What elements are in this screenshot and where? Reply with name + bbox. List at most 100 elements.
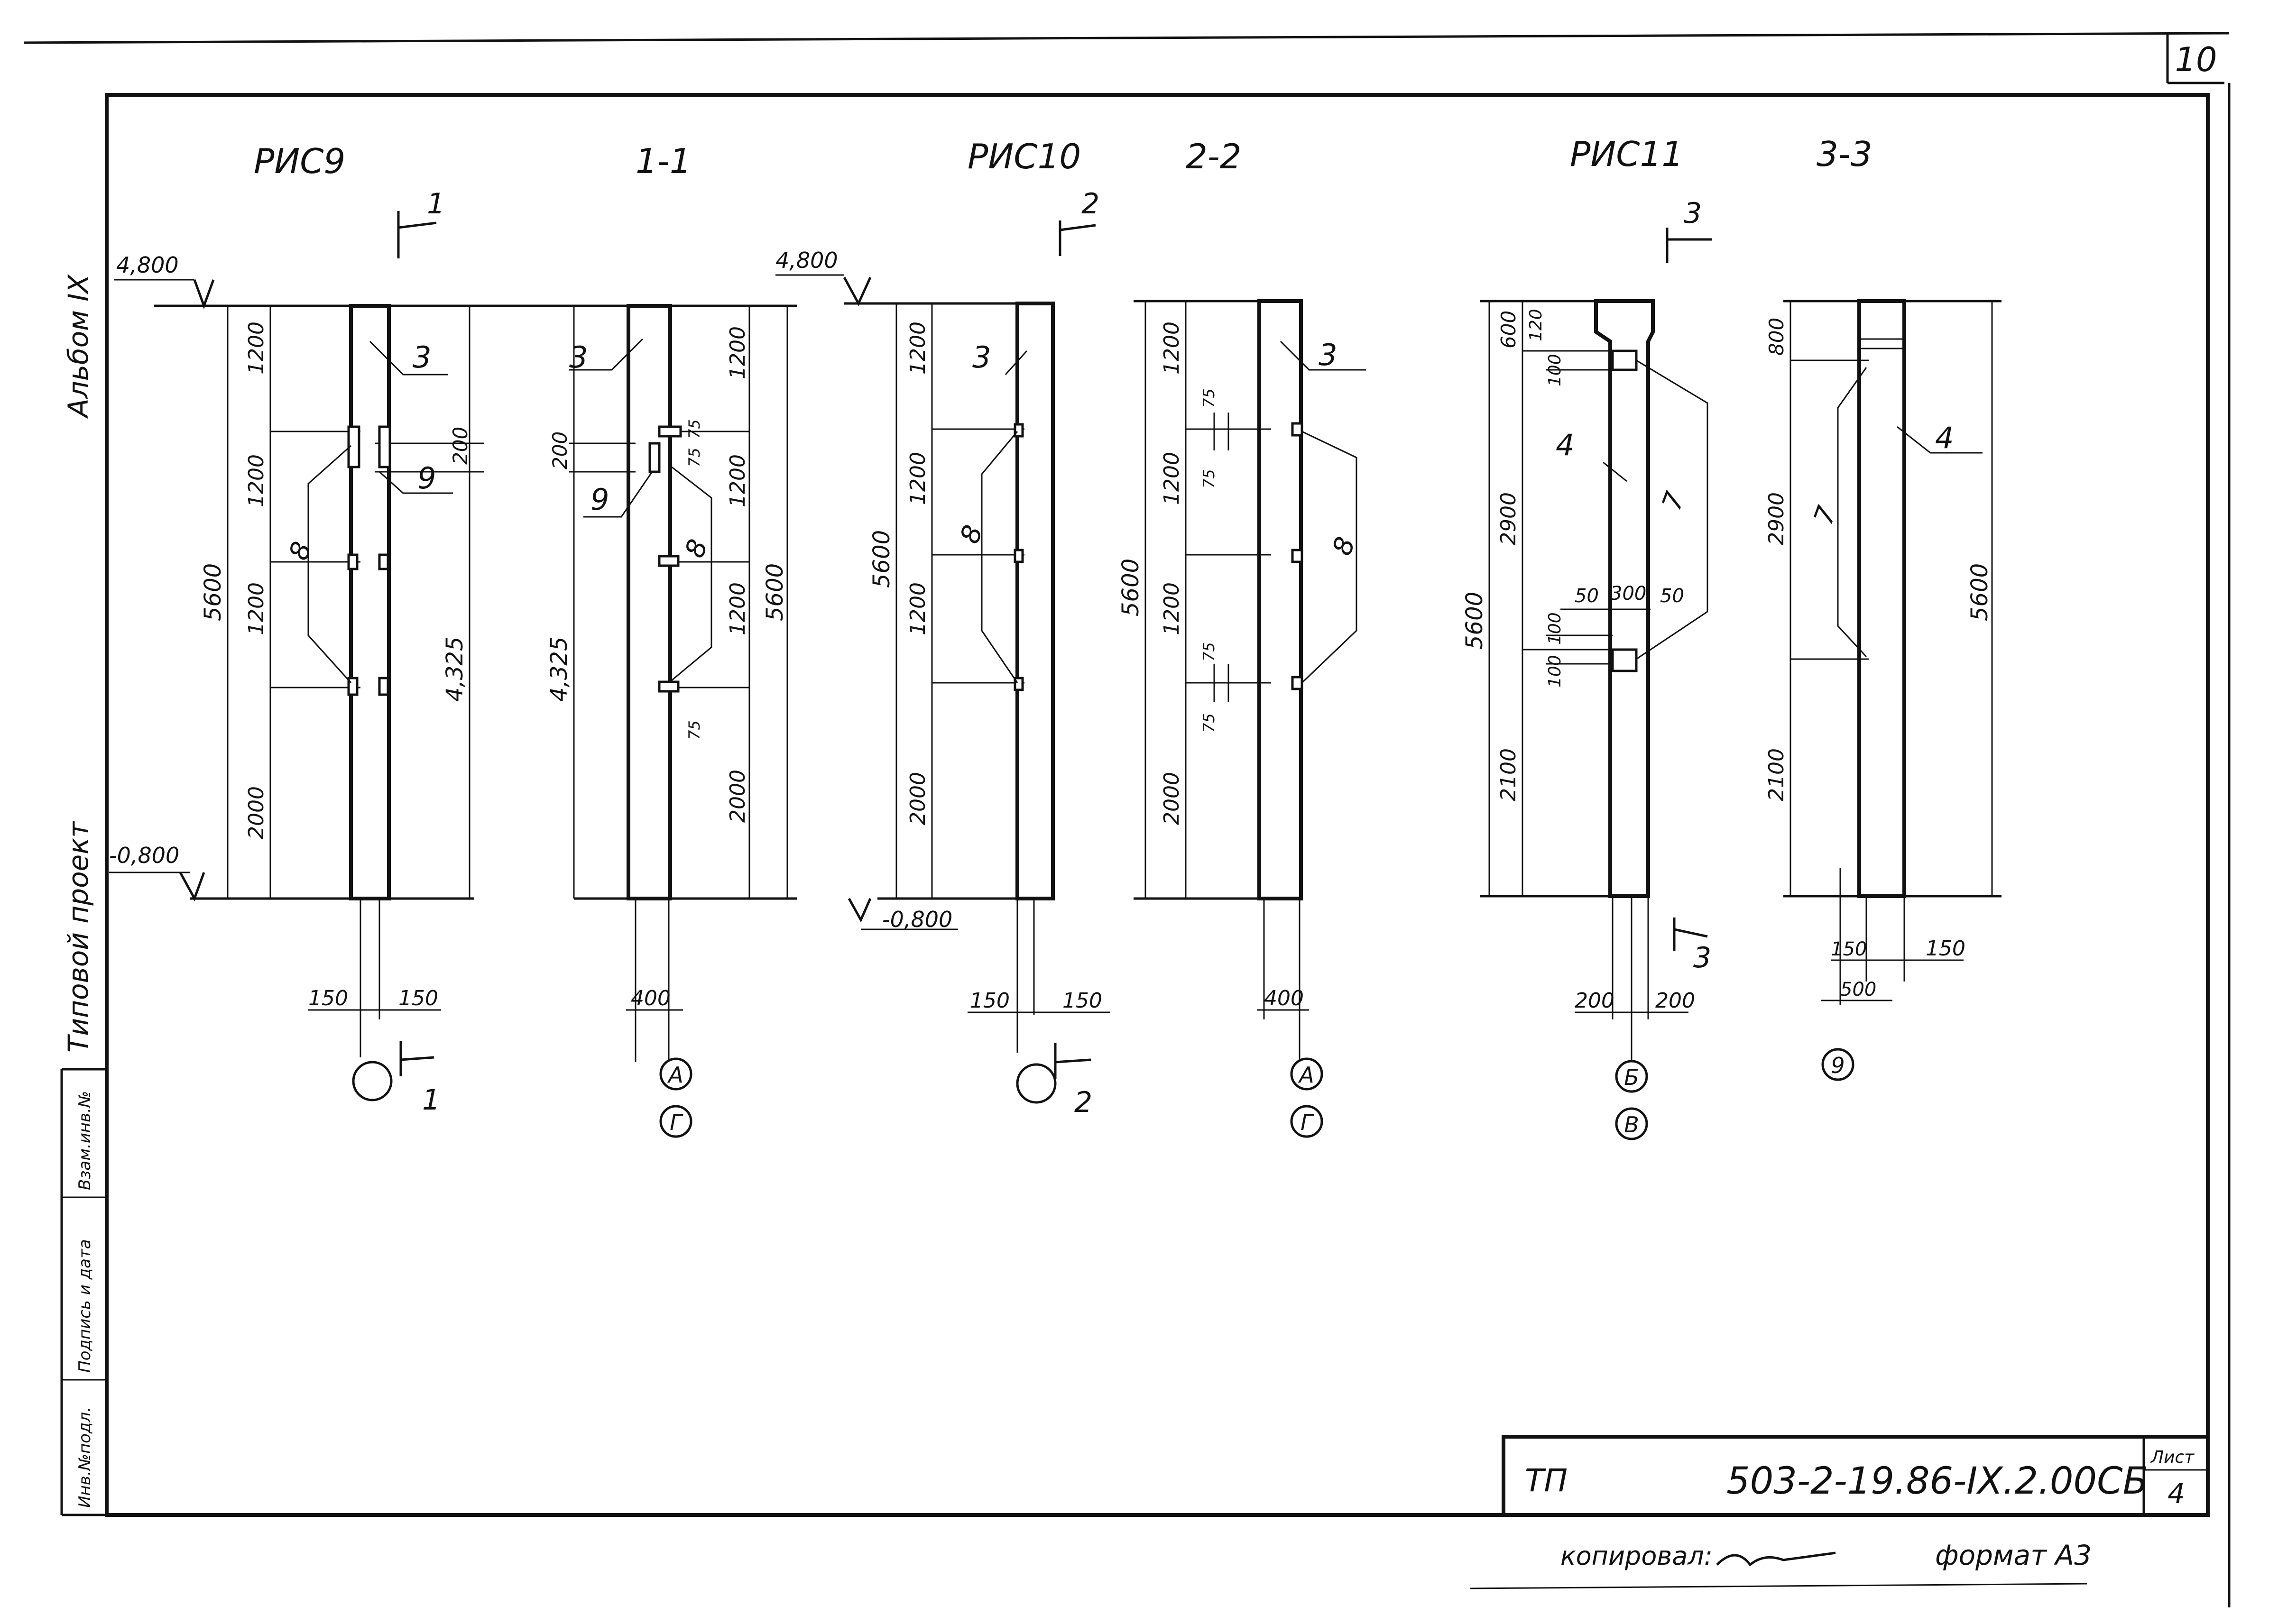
dim-75: 75 [685,720,703,740]
column-body [1257,299,1303,900]
dim-75: 75 [1200,388,1218,408]
embedded-plate [378,425,391,468]
dim-200: 200 [449,427,472,465]
callout-3: 3 [972,340,991,375]
section-mark-2-bottom: 2 [1054,1043,1092,1119]
level-top: 4,800 [775,248,838,273]
dim-5600: 5600 [868,530,895,588]
side-label-type-project: Типовой проект [62,821,94,1053]
callout-3: 3 [569,340,588,375]
binding-replace-inv: Взам.инв.№ [75,1091,94,1190]
drawing-frame [105,93,2210,1517]
embedded-plate [1291,549,1303,563]
copied-by-label: копировал: [1560,1541,1713,1571]
column-body [627,304,672,900]
level-mark-top [193,279,215,310]
dim-120: 120 [1526,309,1546,341]
dim-300: 300 [1610,583,1646,605]
axis-G: Г [1301,1110,1314,1135]
axis-G: Г [670,1110,683,1135]
section-mark-3-top: 3 [1666,197,1712,263]
embedded-plate [658,425,682,438]
view-title-ris9: РИС9 [254,141,345,181]
view-ris9: 4,800 -0,800 1200 1200 1200 2000 5600 4,… [109,252,484,1101]
leader-4 [1603,461,1627,482]
dim-2100: 2100 [1764,748,1789,801]
dim-100: 100 [1545,612,1565,645]
dim-75: 75 [685,448,703,467]
embedded-plate [378,677,389,696]
axis-bubble [352,1061,393,1101]
axis-bubble-9 [1821,1048,1854,1081]
dim-50: 50 [1660,585,1684,607]
level-mark-bottom [179,872,205,902]
dim-1200: 1200 [906,321,930,375]
embedded-plate [648,442,661,473]
column-body [1857,299,1906,898]
embedded-plate [1611,349,1638,371]
dim-1200: 1200 [1160,321,1184,375]
dim-5600: 5600 [1117,559,1144,616]
dim-2000: 2000 [1160,772,1184,825]
level-bottom: -0,800 [109,843,179,868]
dim-200: 200 [1655,989,1695,1013]
embedded-plate [658,680,680,693]
copier-signature [1716,1551,1836,1567]
embedded-plate [378,553,389,570]
callout-9: 9 [590,482,609,517]
section-title-1-1: 1-1 [636,141,692,181]
leader-9 [583,471,653,518]
section-mark-2-bottom-label: 2 [1074,1086,1092,1119]
leader-9 [378,471,453,494]
dim-2000: 2000 [244,786,268,839]
leader-7 [1636,359,1708,660]
dim-1200: 1200 [1160,452,1184,505]
bottom-trim-line [1470,1583,2087,1589]
section-mark-3-bottom-label: 3 [1693,941,1711,974]
dim-1200: 1200 [726,326,750,379]
dim-2000: 2000 [906,772,930,825]
dim-100: 100 [1545,354,1565,386]
dim-1200: 1200 [244,321,268,375]
axis-bubble-B [1615,1060,1648,1093]
axis-bubble-G [1290,1105,1323,1138]
dim-200: 200 [548,431,572,469]
axis-A: А [1298,1062,1314,1088]
section-mark-1-label: 1 [427,187,445,220]
callout-3: 3 [1319,338,1337,372]
axis-bubble-V [1615,1107,1648,1140]
leader-3 [369,340,448,376]
dim-100: 100 [1545,655,1565,688]
dim-1200: 1200 [906,582,930,635]
dim-5600: 5600 [1461,592,1488,650]
callout-8: 8 [954,521,989,548]
view-ris11: Б В 200 200 50 300 50 4 7 600 120 100 29… [1461,299,1708,1140]
embedded-plate [1611,648,1638,672]
callout-3: 3 [413,340,431,375]
embedded-plate [347,553,359,570]
sheet-number: 4 [2168,1477,2185,1510]
title-block: ТП 503-2-19.86-IX.2.00СБ Лист 4 [1502,1435,2210,1517]
page-number: 10 [2175,40,2217,79]
axis-bubble-A [1290,1057,1323,1091]
dim-500: 500 [1840,979,1876,1000]
dim-400: 400 [1264,986,1304,1010]
dim-800: 800 [1765,318,1788,356]
callout-7: 7 [1656,488,1691,514]
section-mark-2-label: 2 [1081,187,1099,220]
side-label-album: Альбом IX [62,274,94,419]
level-mark-top [843,276,872,306]
axis-B: Б [1624,1064,1639,1090]
sheet-label: Лист [2150,1448,2195,1467]
binding-inv-no: Инв.№подл. [75,1407,94,1508]
dim-75: 75 [685,419,703,439]
section-mark-1-bottom-label: 1 [422,1083,440,1117]
view-title-ris10: РИС10 [968,137,1081,176]
level-mark-bottom [848,898,872,923]
dim-150: 150 [1831,938,1867,960]
dim-2100: 2100 [1496,748,1521,801]
dim-2900: 2900 [1496,492,1521,545]
dim-1200: 1200 [726,454,750,507]
callout-9: 9 [417,461,436,495]
